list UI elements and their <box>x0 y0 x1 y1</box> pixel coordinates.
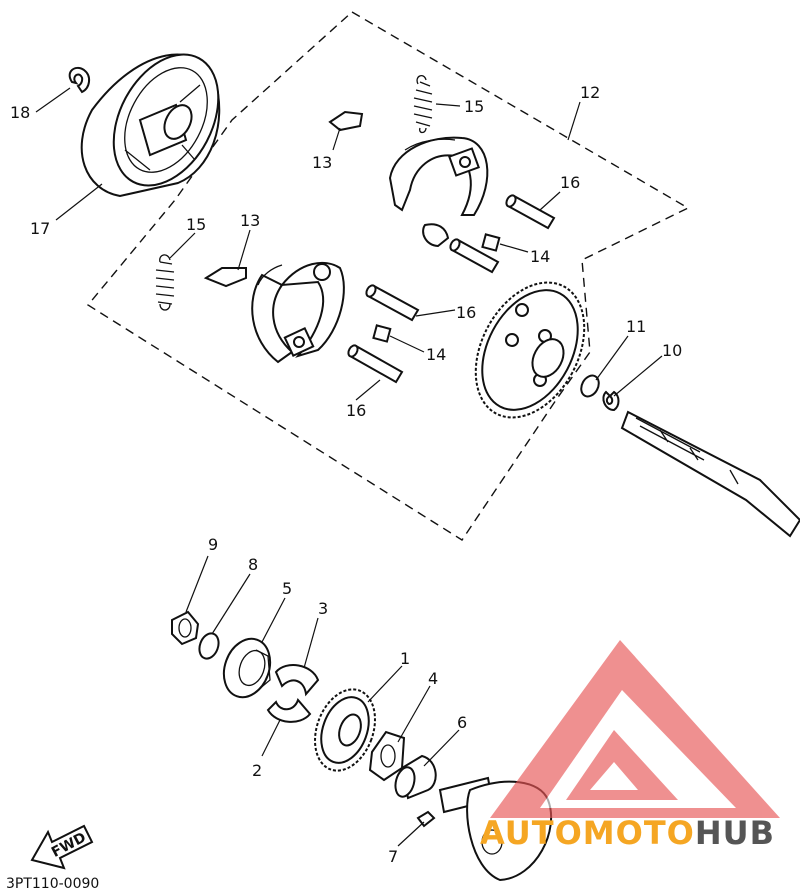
diagram-code: 3PT110-0090 <box>6 876 99 892</box>
callout-2: 2 <box>252 761 262 780</box>
lock-washer <box>198 632 220 660</box>
callout-10: 10 <box>662 341 682 360</box>
callout-6: 6 <box>457 713 467 732</box>
shoe-spring-upper <box>413 75 433 134</box>
guide-block-upper <box>481 233 501 252</box>
callout-12: 12 <box>580 83 600 102</box>
fwd-arrow: FWD <box>30 824 94 870</box>
thrust-washer <box>580 374 600 398</box>
callout-16-lower: 16 <box>346 401 366 420</box>
clutch-shoe-lower <box>251 261 345 364</box>
spring-plate-lower <box>203 267 247 288</box>
shoe-spring-lower <box>155 254 175 311</box>
clutch-assembly-outline <box>86 11 690 541</box>
primary-shaft <box>620 410 800 538</box>
clutch-boss <box>222 637 272 699</box>
callout-17: 17 <box>30 219 50 238</box>
callout-4: 4 <box>428 669 438 688</box>
watermark-logo <box>490 640 780 818</box>
guide-block-lower <box>372 324 392 343</box>
callout-1: 1 <box>400 649 410 668</box>
callout-7: 7 <box>388 847 398 866</box>
clutch-housing <box>80 53 221 198</box>
callout-11: 11 <box>626 317 646 336</box>
clutch-pins-upper <box>449 194 556 274</box>
callout-labels: 18 17 12 15 13 16 14 15 13 16 14 16 11 1… <box>10 83 682 866</box>
callout-15-upper: 15 <box>464 97 484 116</box>
driven-gear <box>474 281 586 419</box>
woodruff-key <box>416 810 436 828</box>
nut <box>171 610 200 646</box>
callout-14-upper: 14 <box>530 247 550 266</box>
clutch-shoe-upper <box>388 136 489 248</box>
callout-16-mid: 16 <box>456 303 476 322</box>
callout-9: 9 <box>208 535 218 554</box>
spring-plate-upper <box>328 110 364 132</box>
collar <box>394 754 437 800</box>
callout-8: 8 <box>248 555 258 574</box>
callout-18: 18 <box>10 103 30 122</box>
callout-16-upper: 16 <box>560 173 580 192</box>
retaining-clip <box>602 390 620 412</box>
callout-13-upper: 13 <box>312 153 332 172</box>
clutch-pins-lower <box>347 284 420 384</box>
thrust-half-ring <box>266 664 320 723</box>
callout-14-lower: 14 <box>426 345 446 364</box>
leader-lines <box>35 87 663 847</box>
callout-15-lower: 15 <box>186 215 206 234</box>
watermark-brand: AUTOMOTOHUB <box>480 814 775 852</box>
callout-3: 3 <box>318 599 328 618</box>
callout-13-lower: 13 <box>240 211 260 230</box>
circlip <box>68 66 90 94</box>
primary-drive-gear <box>314 688 376 772</box>
callout-5: 5 <box>282 579 292 598</box>
